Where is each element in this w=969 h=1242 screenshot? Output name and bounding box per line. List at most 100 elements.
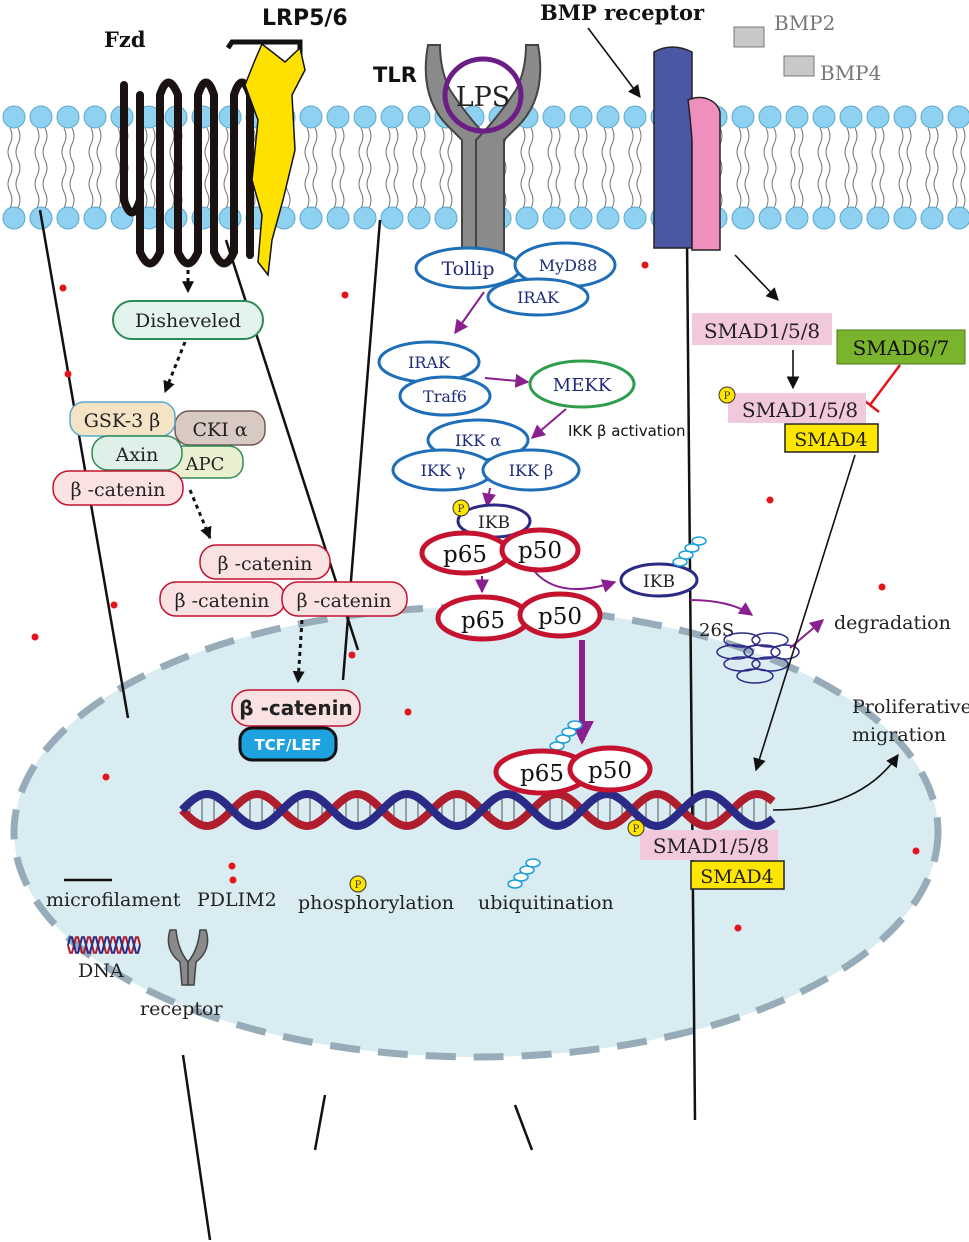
smad67-inhibition [860,364,901,413]
lipid-tails [628,127,642,209]
svg-text:TCF/LEF: TCF/LEF [254,736,321,754]
lipid-head [839,206,863,230]
lipid-head [380,206,404,230]
legend-pdlim2-swatch [229,876,237,884]
pdlim2-dot [64,370,72,378]
lipid-head [2,206,26,230]
svg-text:β -catenin: β -catenin [218,553,313,575]
lipid-head [434,206,458,230]
svg-text:β -catenin: β -catenin [175,590,270,612]
bmp2-ligand [733,26,765,48]
smad67-node: SMAD6/7 [836,329,966,365]
lipid-head [839,105,863,129]
arrow-disheveled-to-complex [163,341,187,394]
phospho-mark-smad-2: P [627,819,645,837]
lipid-tails [412,127,426,209]
lipid-tails [925,127,939,209]
lipid-tails [331,127,345,209]
lipid-tails [520,127,534,209]
lipid-head [758,206,782,230]
nucleus [10,603,942,1061]
arrow-smad-to-nucleus [753,454,856,772]
outcome-line1: Proliferative [852,696,969,718]
bcatenin-pool: β -catenin β -catenin β -catenin [159,544,408,617]
lipid-head [299,206,323,230]
pdlim2-dot [102,773,110,781]
smad4-node-2: SMAD4 [690,860,785,890]
svg-text:SMAD1/5/8: SMAD1/5/8 [742,398,858,422]
lipid-head [731,105,755,129]
ikkg-label: IKK γ [421,461,466,480]
legend-dna-label: DNA [78,960,124,982]
lps-label: LPS [456,82,511,113]
lipid-head [83,105,107,129]
svg-text:GSK-3 β: GSK-3 β [84,410,161,432]
lipid-head [56,105,80,129]
legend: microfilament PDLIM2 P phosphorylation u… [46,858,614,1020]
arrow-ikk-to-ikb [482,487,496,508]
lipid-head [812,206,836,230]
bmp2-label: BMP2 [774,11,835,35]
pdlim2-dot [878,583,886,591]
lps-ring [442,56,524,134]
irak-label-1: IRAK [517,288,560,307]
lrp-label: LRP5/6 [262,6,348,31]
svg-text:β -catenin: β -catenin [297,590,392,612]
svg-text:MEKK: MEKK [553,375,612,396]
legend-dna-strand [67,936,141,954]
svg-text:Disheveled: Disheveled [135,310,241,332]
lipid-head [380,105,404,129]
legend-receptor-swatch [167,929,209,986]
lipid-tails [358,127,372,209]
lipid-head [812,105,836,129]
arrow-dna-to-outcome [772,753,899,811]
legend-receptor-label: receptor [140,998,223,1020]
lipid-tails [952,127,966,209]
ub-chain-ikb [672,536,707,567]
pdlim2-dot [341,291,349,299]
fzd-label: Fzd [104,27,146,52]
lipid-head [407,105,431,129]
pdlim2-dots [31,261,920,932]
lipid-head [731,206,755,230]
arrow-irak-to-mekk [484,373,530,388]
svg-text:p50: p50 [588,758,632,784]
ikka-label: IKK α [455,431,501,450]
lipid-tails [61,127,75,209]
lipid-head [893,105,917,129]
lipid-head [596,206,620,230]
svg-text:p50: p50 [538,604,582,630]
lipid-head [920,105,944,129]
lipid-head [326,206,350,230]
lipid-head [353,105,377,129]
lipid-head [947,105,969,129]
pdlim2-dot [766,496,774,504]
arrow-complex-to-bcatenin [188,489,212,540]
legend-ub-swatch [507,858,541,889]
mekk-node: MEKK [528,359,636,409]
lipid-tails [763,127,777,209]
lipid-head [353,206,377,230]
bmp-receptor-label: BMP receptor [540,0,705,25]
svg-text:P: P [724,391,731,402]
lipid-tails [439,127,453,209]
svg-text:P: P [633,824,640,835]
svg-text:APC: APC [185,454,225,475]
lrp-receptor [225,39,306,277]
lipid-tails [736,127,750,209]
lipid-head [83,206,107,230]
svg-text:p50: p50 [518,538,562,564]
arrow-ikb-to-proteasome [689,599,754,616]
lipid-head [569,105,593,129]
pdlim2-dot [31,633,39,641]
lipid-tails [7,127,21,209]
lipid-head [29,105,53,129]
svg-text:SMAD6/7: SMAD6/7 [853,336,950,360]
pdlim2-dot [110,601,118,609]
lipid-head [920,206,944,230]
arrow-tlr-complex-to-irak [454,291,485,335]
lipid-head [785,105,809,129]
phospho-mark-ikb: P [452,499,470,517]
svg-text:P: P [458,504,465,515]
lipid-tails [871,127,885,209]
